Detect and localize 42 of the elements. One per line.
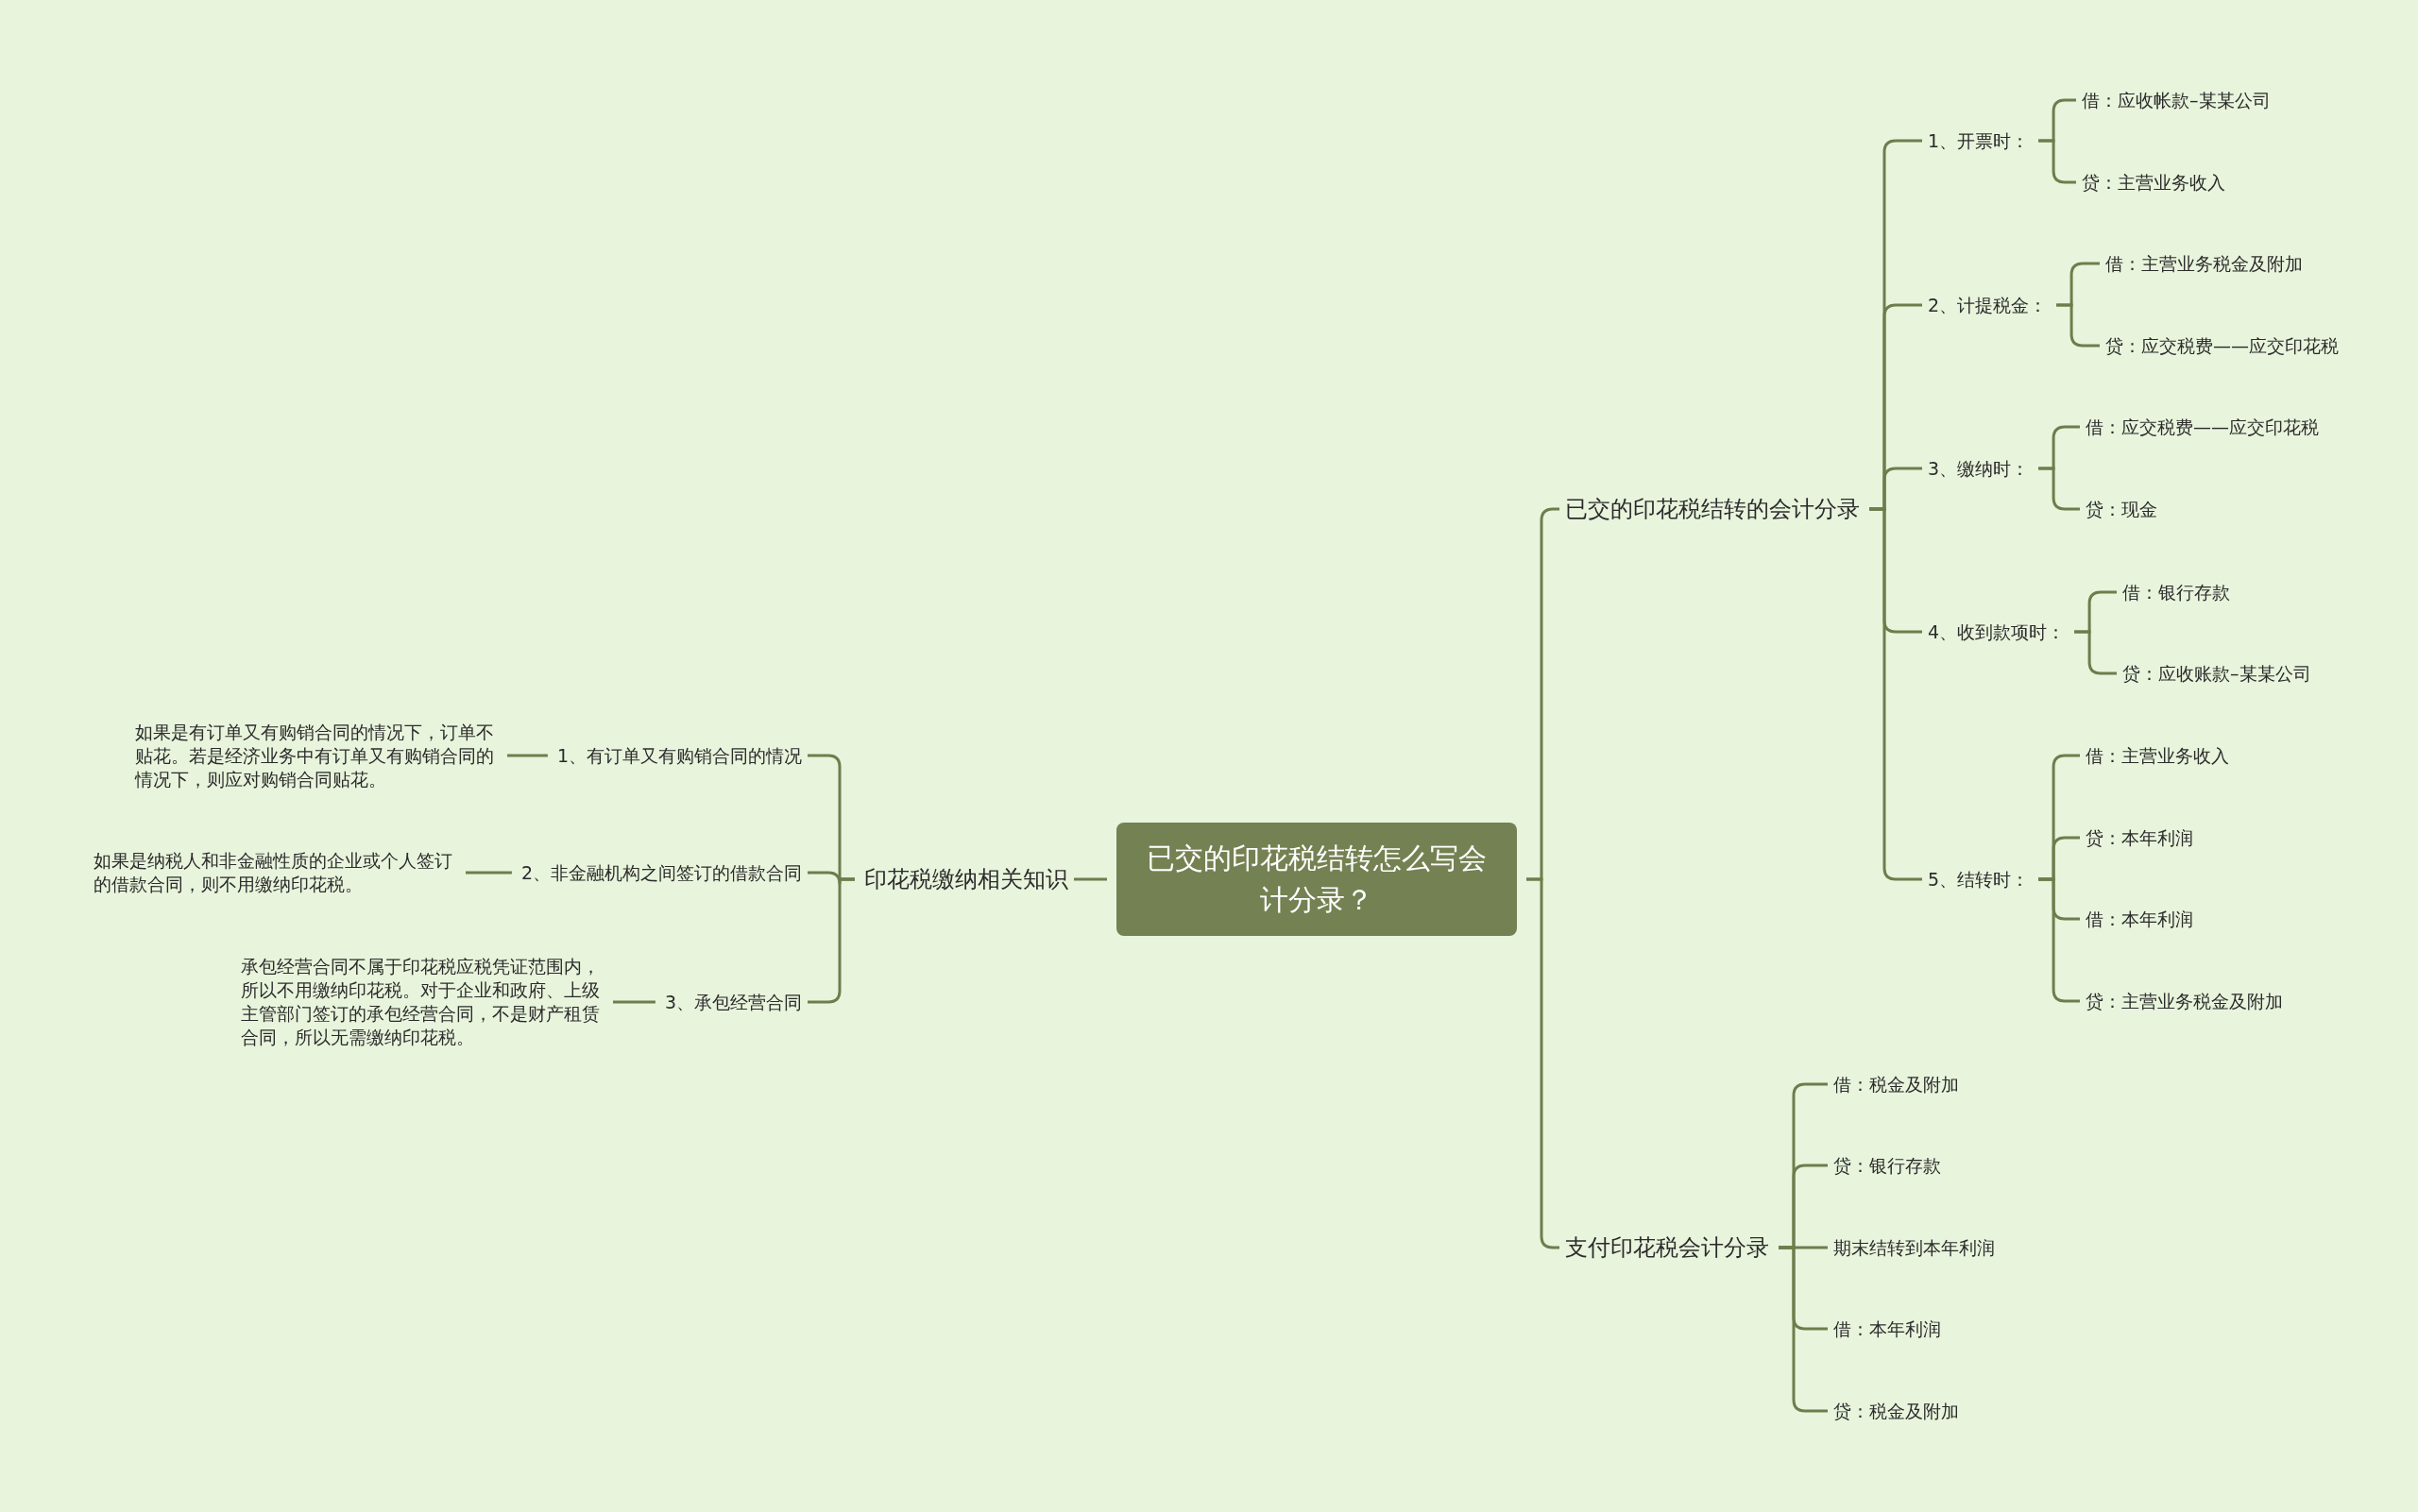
entry-label: 借：应交税费——应交印花税 <box>2086 413 2319 441</box>
note-paragraph: 如果是纳税人和非金融性质的企业或个人签订的借款合同，则不用缴纳印花税。 <box>94 847 460 898</box>
central-topic-box: 已交的印花税结转怎么写会计分录？ <box>1116 823 1517 936</box>
entry-label: 借：主营业务收入 <box>2086 741 2229 770</box>
connector-line <box>1779 1246 1828 1413</box>
entry-label: 借：本年利润 <box>2086 905 2193 933</box>
connector-line <box>2074 630 2117 675</box>
entry-label: 期末结转到本年利润 <box>1833 1233 1995 1262</box>
entry-label: 借：税金及附加 <box>1833 1070 1959 1098</box>
subtopic-label: 5、结转时： <box>1928 865 2030 893</box>
subtopic-label: 1、开票时： <box>1928 127 2030 155</box>
connector-line <box>1074 877 1107 881</box>
connector-line <box>466 871 512 875</box>
connector-line <box>507 754 548 757</box>
subtopic-label: 3、承包经营合同 <box>664 988 802 1016</box>
subtopic-label: 2、非金融机构之间签订的借款合同 <box>520 858 802 887</box>
entry-label: 贷：银行存款 <box>1833 1151 1941 1180</box>
note-paragraph: 如果是有订单又有购销合同的情况下，订单不贴花。若是经济业务中有订单又有购销合同的情况下，则应对购销合同贴花。 <box>135 718 502 793</box>
entry-label: 借：主营业务税金及附加 <box>2105 249 2303 278</box>
connector-line <box>1869 507 1922 881</box>
entry-label: 贷：税金及附加 <box>1833 1397 1959 1425</box>
topic-label: 支付印花税会计分录 <box>1565 1231 1769 1265</box>
subtopic-label: 2、计提税金： <box>1928 291 2048 319</box>
connector-line <box>2038 467 2080 511</box>
topic-label: 已交的印花税结转的会计分录 <box>1565 492 1860 526</box>
subtopic-label: 4、收到款项时： <box>1928 618 2066 646</box>
entry-label: 贷：现金 <box>2086 495 2157 523</box>
subtopic-label: 1、有订单又有购销合同的情况 <box>556 741 802 770</box>
subtopic-label: 3、缴纳时： <box>1928 454 2030 483</box>
connector-line <box>2056 303 2100 348</box>
entry-label: 贷：主营业务收入 <box>2082 168 2225 196</box>
connector-line <box>613 1000 656 1004</box>
entry-label: 借：银行存款 <box>2122 578 2230 606</box>
entry-label: 贷：本年利润 <box>2086 824 2193 852</box>
entry-label: 贷：应收账款–某某公司 <box>2122 659 2311 688</box>
entry-label: 贷：应交税费——应交印花税 <box>2105 331 2339 360</box>
topic-label: 印花税缴纳相关知识 <box>864 862 1068 896</box>
connector-line <box>2038 139 2076 184</box>
note-paragraph: 承包经营合同不属于印花税应税凭证范围内，所以不用缴纳印花税。对于企业和政府、上级主管部门签订的承包经营合同，不是财产租赁合同，所以无需缴纳印花税。 <box>241 953 607 1051</box>
entry-label: 借：应收帐款–某某公司 <box>2082 86 2271 114</box>
entry-label: 借：本年利润 <box>1833 1315 1941 1343</box>
entry-label: 贷：主营业务税金及附加 <box>2086 987 2283 1015</box>
